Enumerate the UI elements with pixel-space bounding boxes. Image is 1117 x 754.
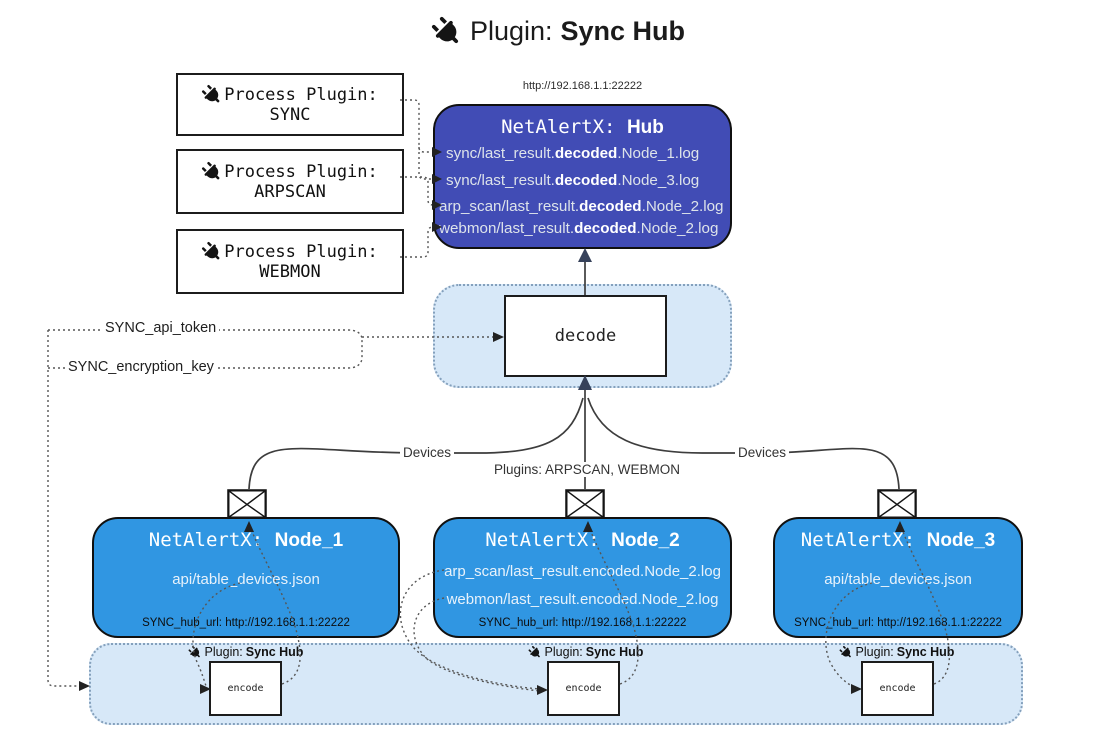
band-plugin-label-2: Plugin:Sync Hub	[526, 643, 643, 661]
node-3-box: NetAlertX: Node_3 api/table_devices.json…	[773, 517, 1023, 638]
encode-box-3: encode	[861, 661, 934, 716]
encode-box-1: encode	[209, 661, 282, 716]
node-title: NetAlertX: Node_1	[148, 529, 344, 551]
plug-icon	[198, 80, 226, 108]
hub-box: NetAlertX: Hub sync/last_result.decoded.…	[433, 104, 732, 249]
hub-title: NetAlertX: Hub	[435, 116, 730, 139]
envelope-icon	[227, 489, 267, 519]
page-title-name: Sync Hub	[560, 16, 686, 46]
process-plugin-webmon: Process Plugin: WEBMON	[176, 229, 404, 294]
node-hub-url: SYNC_hub_url: http://192.168.1.1:22222	[142, 617, 350, 629]
band-plugin-label-1: Plugin:Sync Hub	[186, 643, 303, 661]
node-file: api/table_devices.json	[172, 571, 320, 588]
page-title: Plugin: Sync Hub	[0, 16, 1117, 47]
process-plugin-name: ARPSCAN	[254, 181, 326, 202]
process-plugin-arpscan: Process Plugin: ARPSCAN	[176, 149, 404, 214]
process-plugin-name: SYNC	[269, 104, 311, 125]
edge-label-devices-left: Devices	[399, 445, 455, 460]
process-plugin-name: WEBMON	[259, 261, 321, 282]
plug-icon	[837, 643, 855, 661]
decode-box: decode	[504, 295, 667, 377]
hub-entry: sync/last_result.decoded.Node_3.log	[446, 172, 700, 189]
edge-arpscan-to-hub	[400, 176, 434, 206]
envelope-icon	[877, 489, 917, 519]
plug-icon	[526, 643, 544, 661]
process-plugin-sync: Process Plugin: SYNC	[176, 73, 404, 136]
edge-sync-to-hub-2	[418, 147, 431, 180]
hub-entry: sync/last_result.decoded.Node_1.log	[446, 145, 700, 162]
node-file: arp_scan/last_result.encoded.Node_2.log	[444, 563, 721, 580]
node-hub-url: SYNC_hub_url: http://192.168.1.1:22222	[478, 617, 687, 629]
page-title-prefix: Plugin:	[469, 16, 553, 46]
node-file: api/table_devices.json	[824, 571, 972, 588]
node-hub-url: SYNC_hub_url: http://192.168.1.1:22222	[794, 617, 1002, 629]
hub-entry: arp_scan/last_result.decoded.Node_2.log	[439, 198, 724, 215]
edge-sync-to-hub-1	[400, 99, 431, 153]
edge-webmon-to-hub	[400, 226, 434, 258]
node-title: NetAlertX: Node_2	[485, 529, 680, 551]
plug-icon	[198, 237, 226, 265]
plug-icon	[198, 157, 226, 185]
hub-title-prefix: NetAlertX:	[501, 116, 616, 138]
envelope-icon	[565, 489, 605, 519]
process-plugin-label: Process Plugin:	[224, 241, 378, 262]
encode-box-2: encode	[547, 661, 620, 716]
node-1-box: NetAlertX: Node_1 api/table_devices.json…	[92, 517, 400, 638]
hub-entry: webmon/last_result.decoded.Node_2.log	[439, 220, 719, 237]
process-plugin-label: Process Plugin:	[224, 84, 378, 105]
sync-encryption-key-label: SYNC_encryption_key	[65, 359, 217, 375]
edge-label-devices-right: Devices	[734, 445, 790, 460]
band-plugin-label-3: Plugin:Sync Hub	[837, 643, 954, 661]
sync-api-token-label: SYNC_api_token	[102, 320, 220, 336]
plug-icon	[426, 10, 468, 52]
plug-icon	[186, 643, 204, 661]
edge-key-to-encode-panel	[47, 330, 78, 687]
decode-label: decode	[554, 326, 617, 346]
process-plugin-label: Process Plugin:	[224, 161, 378, 182]
node-2-box: NetAlertX: Node_2 arp_scan/last_result.e…	[433, 517, 732, 638]
edge-label-plugins: Plugins: ARPSCAN, WEBMON	[490, 462, 684, 477]
node-file: webmon/last_result.encoded.Node_2.log	[446, 591, 719, 608]
hub-url: http://192.168.1.1:22222	[522, 80, 643, 92]
node-title: NetAlertX: Node_3	[800, 529, 996, 551]
hub-title-name: Hub	[626, 117, 664, 138]
